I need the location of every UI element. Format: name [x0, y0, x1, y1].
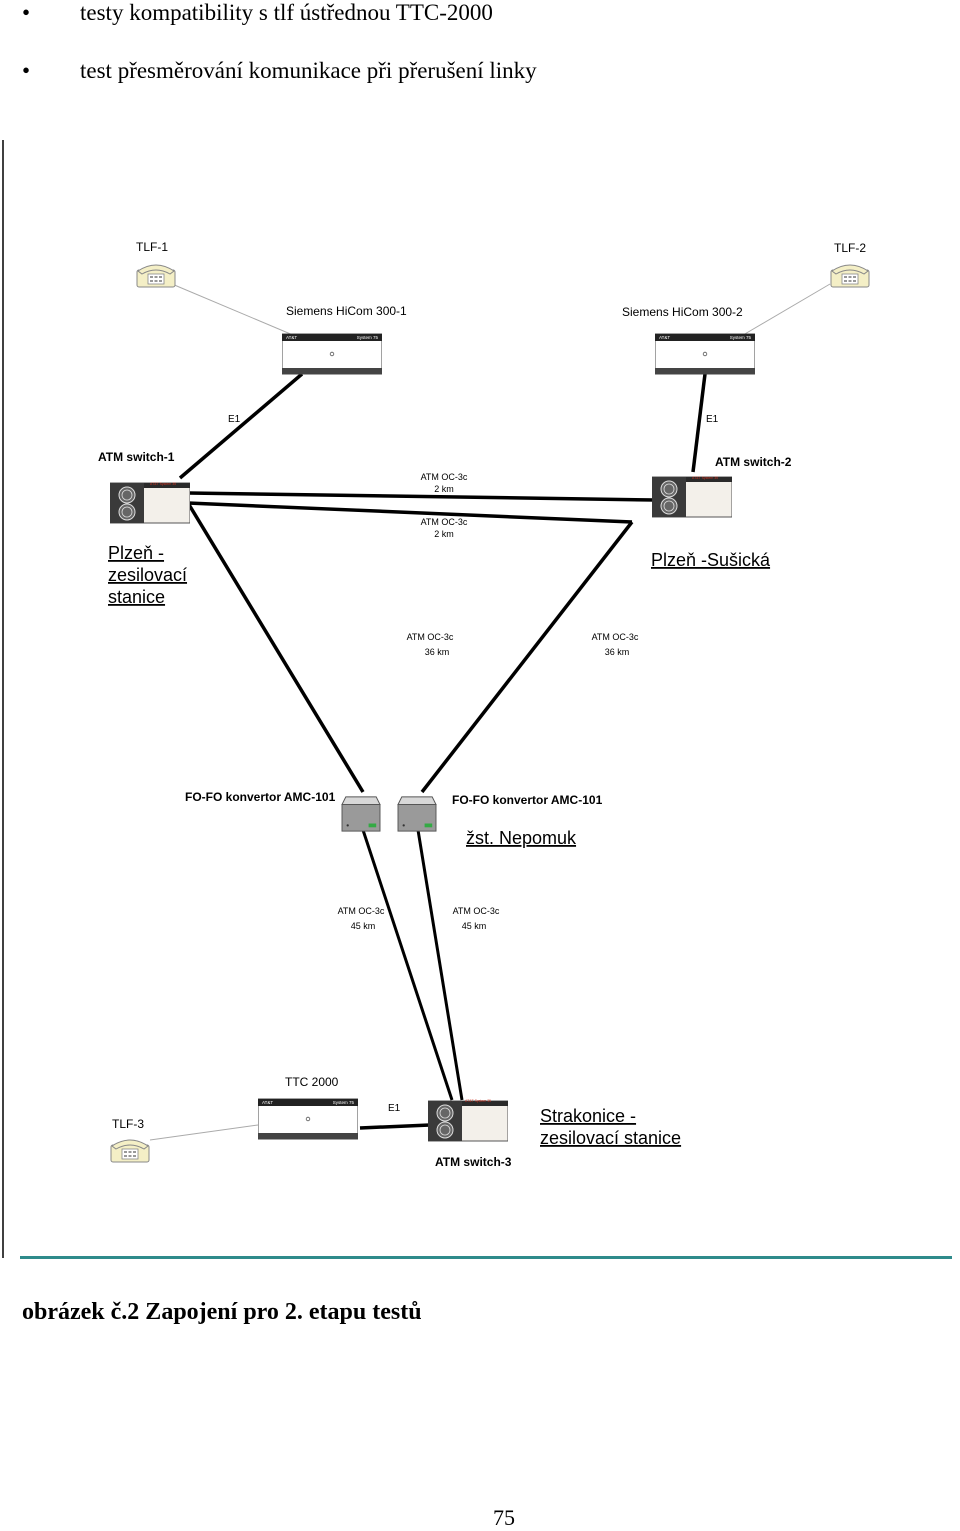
tlf1-label: TLF-1 [136, 240, 168, 254]
link-distance-label: 36 km [425, 647, 450, 657]
pbx-unit-1: AT&T System 75 [282, 333, 382, 375]
fofo-converter-1 [341, 796, 381, 832]
phone-link-3 [149, 1124, 259, 1141]
bullet-dot: • [22, 0, 31, 25]
e1-label: E1 [228, 414, 241, 425]
bullet-text: testy kompatibility s tlf ústřednou TTC-… [80, 0, 493, 25]
e1-label: E1 [706, 414, 719, 425]
tlf2-label: TLF-2 [834, 241, 866, 255]
site-plzen-susicka: Plzeň -Sušická [651, 550, 771, 570]
hicom1-label: Siemens HiCom 300-1 [286, 304, 407, 318]
bullet-dot: • [22, 58, 31, 83]
atm-switch-2-device: AT&T System 35 [652, 476, 732, 518]
phone-icon [136, 264, 176, 288]
link-type-label: ATM OC-3c [421, 517, 468, 527]
site-strakonice: Strakonice - [540, 1106, 636, 1126]
pbx-model: System 75 [357, 335, 379, 340]
pbx-brand: AT&T [262, 1100, 273, 1105]
hicom2-label: Siemens HiCom 300-2 [622, 305, 743, 319]
site-plzen-zesilovaci: Plzeň - [108, 543, 164, 563]
phone-icon [110, 1139, 150, 1163]
atm-link-mid-a [420, 520, 634, 794]
atm-switch-3-label: ATM switch-3 [435, 1155, 512, 1169]
pbx-brand: AT&T [659, 335, 670, 340]
bullet-text: test přesměrování komunikace při přeruše… [80, 58, 537, 83]
link-type-label: ATM OC-3c [453, 906, 500, 916]
page-number: 75 [493, 1505, 515, 1530]
atm-link-low-a [361, 829, 454, 1101]
link-distance-label: 45 km [351, 921, 376, 931]
link-type-label: ATM OC-3c [338, 906, 385, 916]
phone-link-2 [737, 283, 831, 339]
atm-switch-2-label: ATM switch-2 [715, 455, 792, 469]
figure-caption: obrázek č.2 Zapojení pro 2. etapu testů [22, 1299, 422, 1325]
site-strakonice: zesilovací stanice [540, 1128, 681, 1148]
atm-link-top-a [187, 491, 656, 502]
e1-link-3 [359, 1123, 431, 1130]
pbx-brand: AT&T [286, 335, 297, 340]
link-type-label: ATM OC-3c [592, 632, 639, 642]
link-type-label: ATM OC-3c [421, 472, 468, 482]
pbx-model: System 75 [730, 335, 752, 340]
atm-link-mid-b [186, 502, 365, 793]
phone-link-1 [171, 283, 301, 339]
e1-label: E1 [388, 1103, 401, 1114]
link-distance-label: 2 km [434, 484, 454, 494]
tlf3-label: TLF-3 [112, 1117, 144, 1131]
link-distance-label: 45 km [462, 921, 487, 931]
fofo-converter-2 [397, 796, 437, 832]
atm-brand: AT&T System 35 [692, 476, 718, 480]
site-nepomuk: žst. Nepomuk [466, 828, 577, 848]
atm-link-low-b [416, 829, 464, 1101]
atm-switch-3-device: AT&T System 35 [428, 1099, 508, 1142]
site-plzen-zesilovaci: zesilovací [108, 565, 187, 585]
atm-brand: AT&T System 35 [465, 1099, 491, 1103]
link-distance-label: 2 km [434, 529, 454, 539]
atm-switch-1-label: ATM switch-1 [98, 450, 175, 464]
e1-link-1 [178, 372, 304, 480]
fofo-label: FO-FO konvertor AMC-101 [185, 790, 336, 804]
e1-link-2 [691, 373, 707, 473]
fofo-label: FO-FO konvertor AMC-101 [452, 793, 603, 807]
pbx-model: System 75 [333, 1100, 355, 1105]
link-distance-label: 36 km [605, 647, 630, 657]
phone-icon [830, 264, 870, 288]
atm-switch-1-device: AT&T System 35 [110, 482, 190, 524]
link-type-label: ATM OC-3c [407, 632, 454, 642]
pbx-unit-ttc: AT&T System 75 [258, 1098, 358, 1140]
atm-link-top-b [187, 501, 633, 524]
section-divider [20, 1256, 952, 1259]
site-plzen-zesilovaci: stanice [108, 587, 165, 607]
network-diagram: AT&T System 75 AT&T System 75 AT&T Syste… [2, 140, 870, 1258]
atm-brand: AT&T System 35 [150, 482, 176, 486]
ttc-label: TTC 2000 [285, 1075, 339, 1089]
pbx-unit-2: AT&T System 75 [655, 333, 755, 375]
